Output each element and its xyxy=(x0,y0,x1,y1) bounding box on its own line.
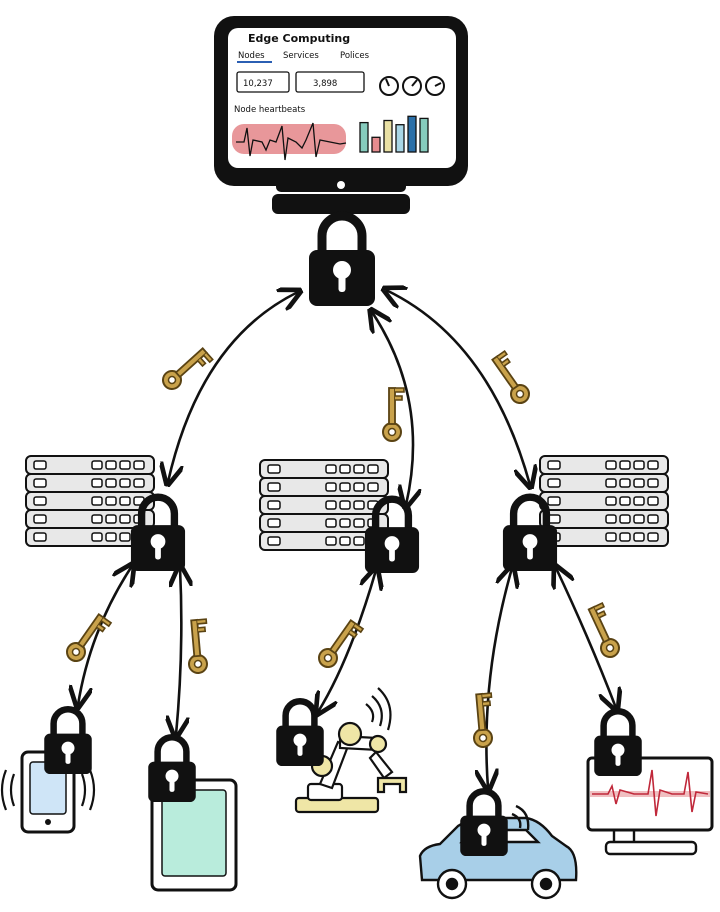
patient-monitor-icon xyxy=(586,756,714,856)
monitor-lock-icon xyxy=(594,711,642,776)
dashboard-bar-chart xyxy=(359,115,429,153)
tab-services[interactable]: Services xyxy=(283,51,319,61)
dashboard-bar xyxy=(395,124,405,153)
tab-nodes[interactable]: Nodes xyxy=(238,51,265,61)
dashboard-bar xyxy=(383,119,393,153)
left-server-lock-icon xyxy=(131,497,185,571)
phone-lock-icon xyxy=(44,709,92,774)
key-icon xyxy=(158,342,214,396)
robot-arm-icon xyxy=(294,687,408,814)
heartbeat-trace xyxy=(236,122,347,161)
arrow-left-server-to-tablet xyxy=(176,568,181,735)
gauge-icons xyxy=(379,76,445,96)
tablet-lock-icon xyxy=(148,737,196,802)
arrow-middle-server-to-robot xyxy=(318,570,376,712)
tab-polices[interactable]: Polices xyxy=(340,51,370,61)
arrow-left-server-to-phone xyxy=(78,566,132,705)
arrow-center-to-right-server xyxy=(386,290,530,485)
key-icon xyxy=(184,618,212,675)
stat-box-2 xyxy=(295,71,365,93)
robot-lock-icon xyxy=(276,701,324,766)
right-server-lock-icon xyxy=(503,497,557,571)
key-icon xyxy=(469,692,497,749)
key-icon xyxy=(582,602,626,661)
central-lock-icon xyxy=(309,216,375,306)
dashboard-bar xyxy=(419,117,429,153)
connection-arrows xyxy=(78,290,616,788)
key-icon xyxy=(382,387,405,442)
heartbeat-label: Node heartbeats xyxy=(234,105,306,115)
dashboard-title: Edge Computing xyxy=(248,32,350,45)
middle-server-lock-icon xyxy=(365,499,419,573)
dashboard-bar xyxy=(359,121,369,153)
stat-value-1: 10,237 xyxy=(243,79,273,89)
arrow-center-to-left-server xyxy=(168,292,298,482)
tablet-icon xyxy=(150,778,238,892)
dashboard-monitor: Edge Computing Nodes Services Polices 10… xyxy=(214,16,468,214)
stat-box-1 xyxy=(236,71,290,93)
stat-value-2: 3,898 xyxy=(313,79,337,89)
car-lock-icon xyxy=(460,791,508,856)
dashboard-bar xyxy=(407,115,417,153)
server-rack-icon xyxy=(540,456,668,546)
key-icon xyxy=(314,615,365,674)
arrow-right-server-to-monitor xyxy=(556,568,616,708)
arrow-right-server-to-car xyxy=(486,568,512,788)
dashboard-bar xyxy=(371,136,381,153)
key-icon xyxy=(62,609,113,668)
